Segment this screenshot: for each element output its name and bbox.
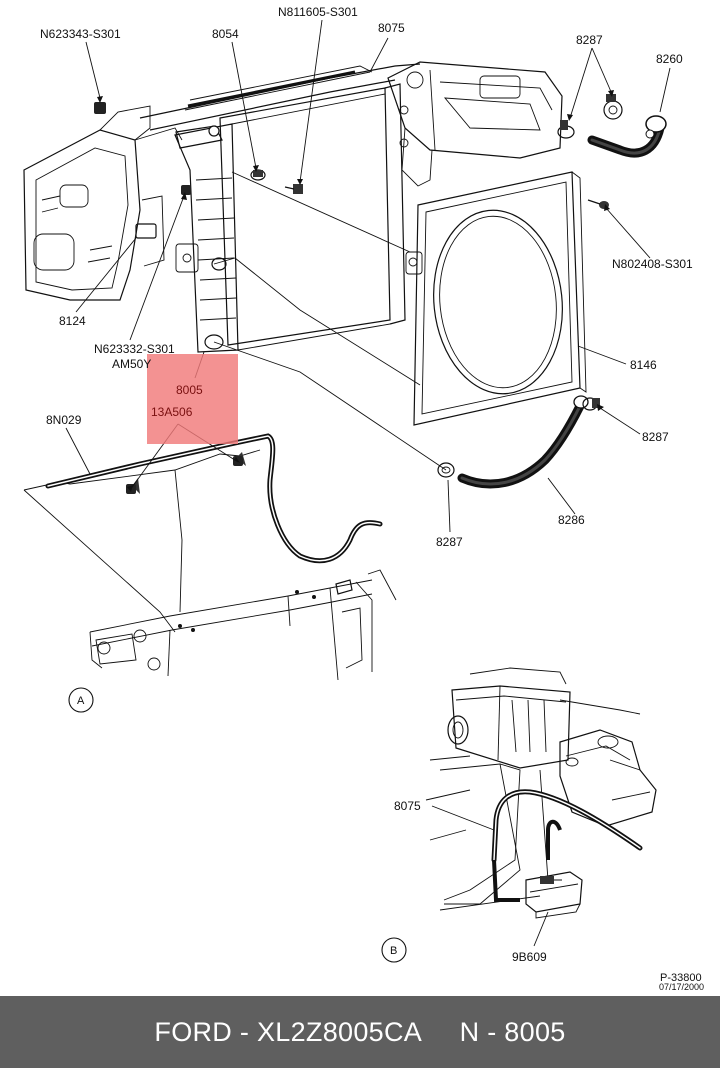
label-n623332: N623332-S301: [94, 342, 175, 356]
svg-text:A: A: [77, 695, 85, 707]
fender-apron: [23, 105, 183, 301]
label-8075-bottom: 8075: [394, 799, 421, 813]
radiator-support: [139, 63, 421, 131]
label-n623343: N623343-S301: [40, 27, 121, 41]
clamp-8287-tr-left: [557, 120, 575, 139]
radiator: [174, 83, 406, 353]
drawing-code: P-33800: [660, 972, 702, 984]
label-8n029: 8N029: [46, 413, 82, 427]
svg-text:B: B: [390, 945, 397, 957]
label-n811605: N811605-S301: [278, 5, 358, 19]
parts-diagram: N623343-S301 N811605-S301 8054 8075 8287…: [23, 5, 704, 992]
part-number-text: FORD - XL2Z8005CA N - 8005: [154, 1016, 566, 1047]
leader-lines: [65, 19, 671, 947]
engine-block-top: [387, 61, 563, 187]
lower-radiator-support-view-a: [23, 449, 397, 681]
label-13a506: 13A506: [151, 405, 193, 419]
label-8287-right: 8287: [642, 430, 669, 444]
drawing-date: 07/17/2000: [659, 982, 704, 992]
view-marker-a: A: [68, 687, 94, 713]
part-number-banner: FORD - XL2Z8005CA N - 8005: [0, 996, 720, 1068]
label-8054: 8054: [212, 27, 239, 41]
label-8146: 8146: [630, 358, 657, 372]
clip-n623332: [181, 185, 191, 195]
highlight-box: [147, 354, 238, 444]
clip-n623343: [94, 102, 106, 114]
label-8287-top-right: 8287: [576, 33, 603, 47]
label-8260: 8260: [656, 52, 683, 66]
label-8286: 8286: [558, 513, 585, 527]
fan-shroud-8146: [405, 171, 587, 426]
detail-view-b: [425, 667, 657, 919]
fastener-8054: [250, 169, 266, 181]
view-marker-b: B: [381, 937, 407, 963]
clamp-8287-tr-right: [603, 94, 623, 120]
clamp-8287-b: [437, 462, 455, 478]
label-9b609: 9B609: [512, 950, 547, 964]
lower-hose-8286: [457, 395, 589, 489]
label-am50y: AM50Y: [112, 357, 151, 371]
overflow-hose-8075: [213, 171, 447, 471]
harness-8n029: [45, 433, 383, 564]
label-8124: 8124: [59, 314, 86, 328]
bolt-n811605: [284, 184, 303, 194]
label-8287-bottom: 8287: [436, 535, 463, 549]
upper-hose-8260: [587, 115, 667, 158]
label-n802408: N802408-S301: [612, 257, 693, 271]
label-8075-top: 8075: [378, 21, 405, 35]
label-8005: 8005: [176, 383, 203, 397]
